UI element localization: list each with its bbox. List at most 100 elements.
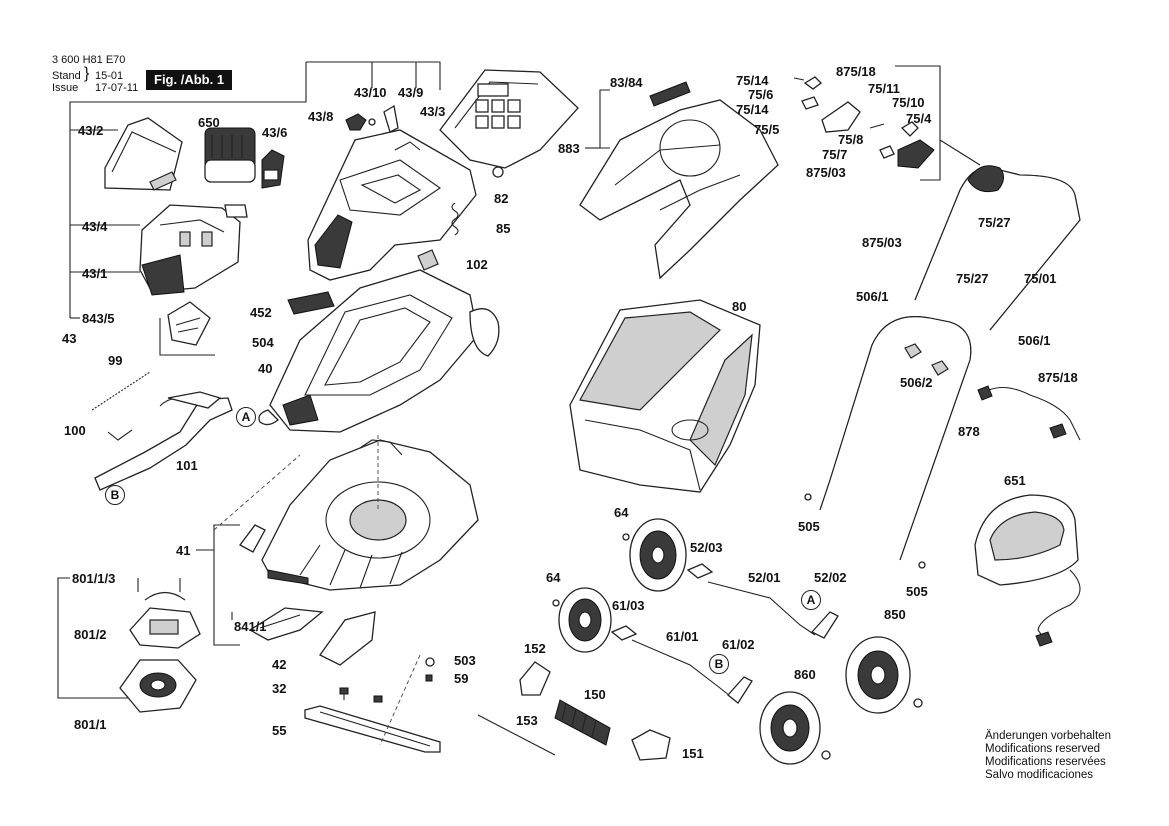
part-label: 43 <box>62 331 77 346</box>
small-parts-43-8-43-10-43-9 <box>345 104 399 133</box>
screws-32-59 <box>339 657 435 703</box>
callout-a: A <box>801 590 821 610</box>
part-label: 42 <box>272 657 287 672</box>
part-label: 61/02 <box>722 637 755 652</box>
part-label: 100 <box>64 423 86 438</box>
deflector-841-1 <box>239 524 324 641</box>
modifications-notice: Änderungen vorbehalten Modifications res… <box>985 730 1111 782</box>
callout-b: B <box>709 654 729 674</box>
part-label: 152 <box>524 641 546 656</box>
axle-61-01 <box>610 625 753 704</box>
part-label: 64 <box>546 570 561 585</box>
battery-cover-43-2 <box>104 117 183 191</box>
switch-parts-75 <box>793 76 935 169</box>
part-label: 75/5 <box>754 122 780 137</box>
upper-handle-875-03 <box>914 165 1081 331</box>
part-label: 801/1/3 <box>72 571 116 586</box>
part-label: 506/1 <box>1018 333 1051 348</box>
notice-line: Salvo modificaciones <box>985 769 1094 781</box>
notice-line: Änderungen vorbehalten <box>985 730 1111 742</box>
notice-line: Modifications reserved <box>985 743 1101 755</box>
pin-100 <box>107 429 133 441</box>
cable-875-18 <box>977 385 1081 441</box>
part-label: 883 <box>558 141 580 156</box>
part-label: 801/2 <box>74 627 107 642</box>
motor-801-1 <box>119 659 197 713</box>
stand-label: Stand <box>52 70 81 82</box>
part-label: 85 <box>496 221 511 236</box>
cap-151 <box>631 729 671 761</box>
part-label: 75/27 <box>956 271 989 286</box>
battery-pack-43-6 <box>261 149 285 189</box>
bearing-152 <box>519 661 551 696</box>
part-label: 99 <box>108 353 123 368</box>
part-label: 75/01 <box>1024 271 1057 286</box>
part-label: 75/7 <box>822 147 848 162</box>
part-label: 875/18 <box>1038 370 1078 385</box>
part-label: 505 <box>906 584 928 599</box>
issue-label: Issue <box>52 82 79 94</box>
wheel-rear-left <box>558 587 612 653</box>
part-label: 151 <box>682 746 704 761</box>
part-label: 75/6 <box>748 87 774 102</box>
part-label: 61/01 <box>666 629 699 644</box>
part-label: 40 <box>258 361 273 376</box>
part-label: 43/6 <box>262 125 288 140</box>
part-label: 452 <box>250 305 272 320</box>
part-label: 43/3 <box>420 104 446 119</box>
part-label: 75/14 <box>736 73 769 88</box>
handle-grip-83-84 <box>649 81 691 107</box>
part-label: 505 <box>798 519 820 534</box>
part-label: 75/27 <box>978 215 1011 230</box>
stand-value: 15-01 <box>95 70 124 82</box>
part-label: 43/1 <box>82 266 108 281</box>
part-label: 503 <box>454 653 476 668</box>
part-label: 843/5 <box>82 311 115 326</box>
part-label: 43/8 <box>308 109 334 124</box>
bracket-lines <box>57 61 981 699</box>
document-number: 3 600 H81 E70 <box>52 54 126 66</box>
shaft-153 <box>477 714 556 756</box>
deck-41 <box>261 439 479 591</box>
housing-40 <box>258 269 500 433</box>
grass-box-lid-883 <box>579 99 779 280</box>
part-label: 101 <box>176 458 198 473</box>
part-label: 32 <box>272 681 287 696</box>
part-label: 875/03 <box>806 165 846 180</box>
part-label: 875/03 <box>862 235 902 250</box>
callout-b: B <box>105 485 125 505</box>
cover-42 <box>319 611 376 666</box>
part-label: 59 <box>454 671 469 686</box>
part-label: 82 <box>494 191 509 206</box>
blade-55 <box>304 705 441 753</box>
part-label: 75/4 <box>906 111 932 126</box>
motor-801-2 <box>129 591 201 649</box>
spring-99 <box>91 371 151 411</box>
part-label: 55 <box>272 723 287 738</box>
grass-box-80 <box>569 299 761 493</box>
battery-holder-43-1 <box>139 204 248 296</box>
part-102 <box>417 249 439 271</box>
part-label: 153 <box>516 713 538 728</box>
part-label: 878 <box>958 424 980 439</box>
brace: } <box>84 65 90 82</box>
part-label: 850 <box>884 607 906 622</box>
part-label: 506/1 <box>856 289 889 304</box>
wheel-front-left <box>629 518 687 592</box>
part-label: 43/10 <box>354 85 387 100</box>
part-label: 43/9 <box>398 85 424 100</box>
part-label: 75/14 <box>736 102 769 117</box>
axle-52-01 <box>686 563 839 639</box>
screws-801-1-3 <box>137 578 181 592</box>
part-label: 61/03 <box>612 598 645 613</box>
spring-85 <box>451 202 459 236</box>
part-label: 75/11 <box>868 81 900 96</box>
part-label: 52/02 <box>814 570 847 585</box>
battery-650 <box>204 127 256 183</box>
part-label: 80 <box>732 299 747 314</box>
housing-top-43 <box>307 129 477 281</box>
lever-101 <box>94 391 233 491</box>
part-label: 506/2 <box>900 375 933 390</box>
